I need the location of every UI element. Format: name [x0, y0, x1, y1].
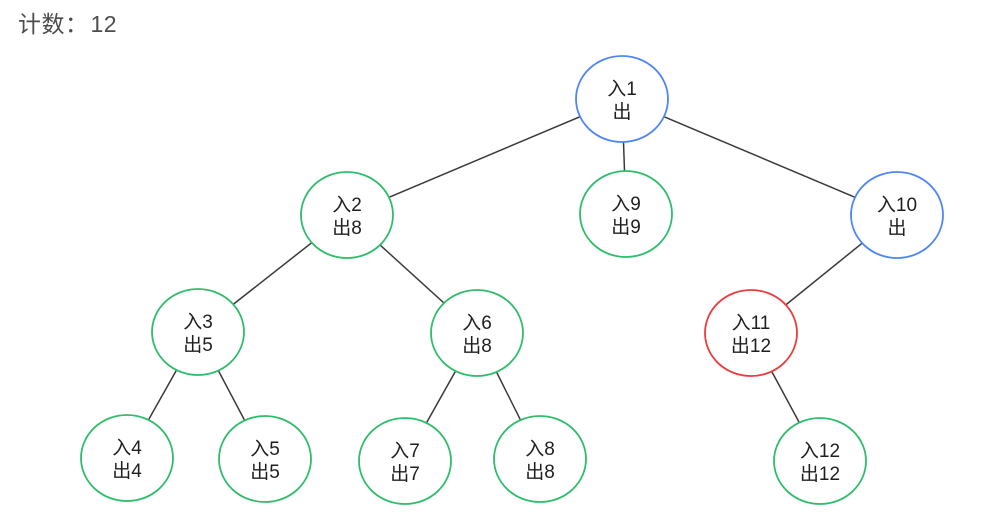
counter: 计数：12	[18, 10, 117, 40]
tree-edge-1-10	[621, 98, 898, 216]
counter-label: 计数：	[18, 11, 89, 37]
node-circle-green	[218, 415, 312, 503]
node-circle-green	[773, 417, 867, 505]
node-circle-blue	[575, 55, 669, 143]
node-circle-green	[80, 414, 174, 502]
node-circle-green	[358, 417, 452, 505]
node-circle-green	[430, 289, 524, 377]
node-circle-green	[579, 170, 673, 258]
counter-value: 12	[90, 11, 118, 37]
node-circle-green	[493, 415, 587, 503]
node-circle-red	[704, 289, 798, 377]
tree-edge-1-2	[346, 98, 623, 216]
node-circle-green	[151, 288, 245, 376]
node-circle-green	[300, 171, 394, 259]
node-circle-blue	[850, 171, 944, 259]
